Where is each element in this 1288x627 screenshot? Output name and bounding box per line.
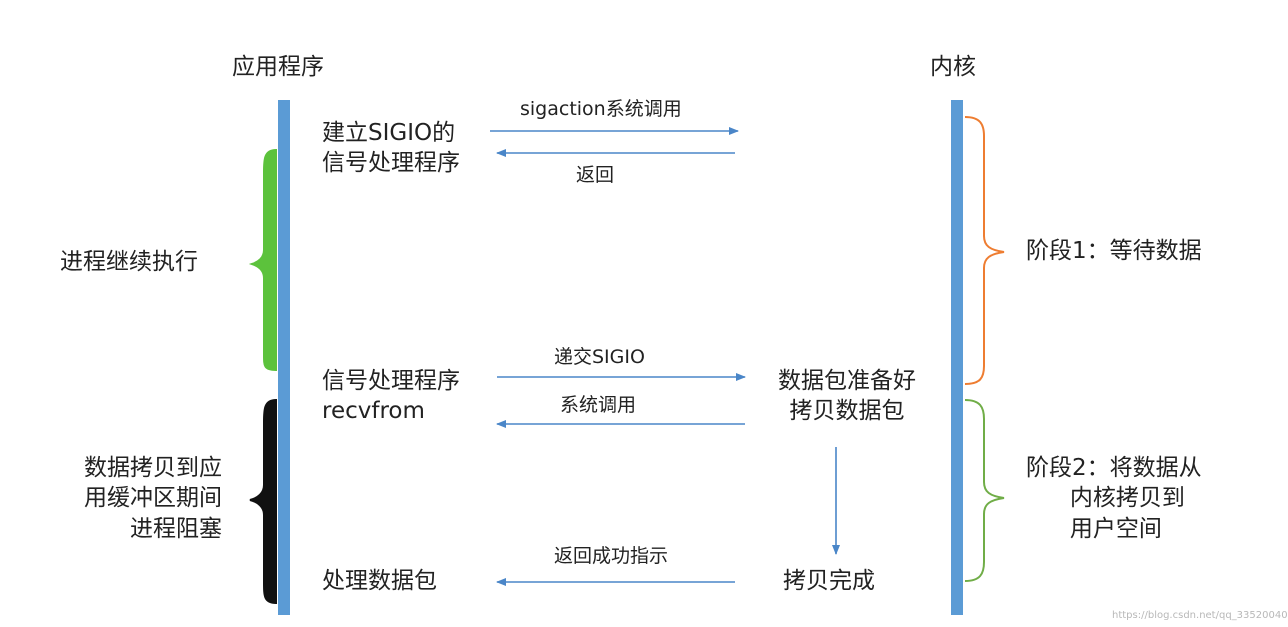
process-blocked-label: 数据拷贝到应 用缓冲区期间 进程阻塞 xyxy=(84,455,222,542)
phase2-label: 阶段2：将数据从 内核拷贝到 用户空间 xyxy=(1026,455,1202,542)
process-continues-label: 进程继续执行 xyxy=(60,249,198,275)
packet-ready-label: 数据包准备好 拷贝数据包 xyxy=(778,368,916,425)
kernel-column-header: 内核 xyxy=(930,54,976,80)
phase2-brace xyxy=(964,399,1005,582)
source-watermark: https://blog.csdn.net/qq_33520040 xyxy=(1112,610,1288,621)
signal-handler-recvfrom-label: 信号处理程序 recvfrom xyxy=(322,368,460,425)
continue-brace xyxy=(248,148,277,372)
setup-return-label: 返回 xyxy=(576,164,615,186)
kernel-timeline xyxy=(951,100,963,615)
setup-handler-label: 建立SIGIO的 信号处理程序 xyxy=(322,120,460,177)
app-timeline xyxy=(278,100,290,615)
app-column-header: 应用程序 xyxy=(232,54,324,80)
sigaction-call-label: sigaction系统调用 xyxy=(520,98,682,120)
success-return-label: 返回成功指示 xyxy=(554,545,669,567)
phase1-brace xyxy=(964,116,1005,385)
phase1-label: 阶段1：等待数据 xyxy=(1026,238,1202,264)
blocked-brace xyxy=(249,398,277,605)
deliver-sigio-label: 递交SIGIO xyxy=(554,346,645,368)
process-packet-label: 处理数据包 xyxy=(322,568,437,594)
copy-complete-label: 拷贝完成 xyxy=(783,568,875,594)
recvfrom-call-label: 系统调用 xyxy=(560,394,637,416)
